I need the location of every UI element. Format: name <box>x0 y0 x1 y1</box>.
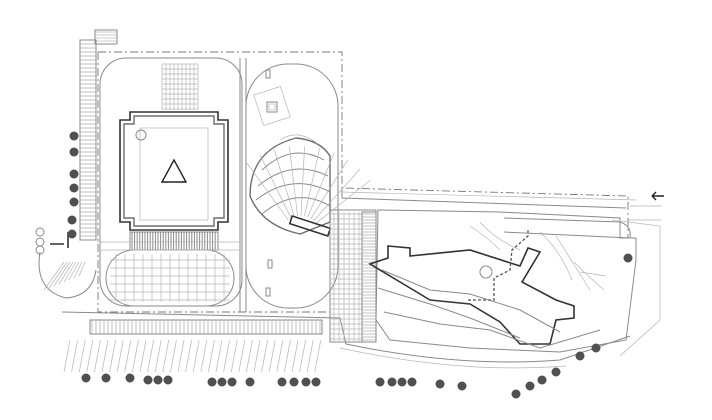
south-oval-garden <box>105 249 235 307</box>
tree-icon <box>277 377 287 387</box>
tree-icon <box>163 375 173 385</box>
tree-icon <box>69 131 79 141</box>
hatch-line <box>78 339 86 373</box>
hatch-line <box>109 339 116 373</box>
hatch-line <box>314 339 322 373</box>
tree-icon <box>397 377 407 387</box>
hatch-line <box>43 261 65 291</box>
hatch-line <box>223 339 230 373</box>
tree-icon <box>69 183 79 193</box>
tree-icon <box>457 381 467 391</box>
hatch-line <box>162 339 170 373</box>
hatch-line <box>208 339 215 373</box>
tree-icon <box>245 377 255 387</box>
west-mini-plaza <box>35 227 97 299</box>
east-entrance-road <box>341 191 664 357</box>
hatch-line <box>58 261 74 285</box>
hatch-line <box>78 261 86 277</box>
hatch-line <box>288 146 298 217</box>
tree-icon <box>591 343 601 353</box>
central-plaza <box>329 209 377 343</box>
hatch-line <box>291 339 299 373</box>
tree-icon <box>301 377 311 387</box>
hatch-line <box>261 339 268 373</box>
middle-capsule <box>245 63 371 309</box>
hatch-line <box>273 149 295 217</box>
hatch-line <box>132 339 139 373</box>
hatch-line <box>310 159 349 220</box>
tree-icon <box>623 253 633 263</box>
west-parking-strip <box>79 29 118 241</box>
hatch-line <box>200 339 208 373</box>
south-parking-row <box>63 319 323 373</box>
hatch-line <box>284 339 291 373</box>
hatch-line <box>73 261 83 279</box>
hatch-line <box>139 339 147 373</box>
east-building <box>368 209 637 353</box>
north-marker-triangle <box>160 158 188 183</box>
hatch-line <box>147 339 154 373</box>
tree-icon <box>435 379 445 389</box>
tree-icon <box>207 377 217 387</box>
tree-group <box>67 131 633 399</box>
hatch-line <box>101 339 109 373</box>
hatch-line <box>53 261 71 287</box>
hatch-line <box>124 339 132 373</box>
tree-icon <box>511 389 521 399</box>
hatch-line <box>170 339 177 373</box>
hatch-line <box>63 261 77 283</box>
tree-icon <box>101 373 111 383</box>
hatch-line <box>63 339 71 373</box>
hatch-line <box>246 163 289 221</box>
main-building <box>99 57 243 307</box>
tree-icon <box>125 373 135 383</box>
hatch-line <box>48 261 68 289</box>
tree-icon <box>375 377 385 387</box>
hatch-line <box>268 339 276 373</box>
hatch-line <box>313 168 361 222</box>
tree-icon <box>67 229 77 239</box>
tree-icon <box>387 377 397 387</box>
hatch-line <box>304 148 321 217</box>
hatch-line <box>300 146 305 217</box>
hatch-line <box>253 339 261 373</box>
hatch-line <box>299 339 306 373</box>
hatch-line <box>94 339 101 373</box>
hatch-line <box>154 339 162 373</box>
hatch-line <box>307 152 335 218</box>
tree-icon <box>153 375 163 385</box>
tree-icon <box>311 377 321 387</box>
entrance-arrow-icon <box>651 191 664 201</box>
tree-icon <box>69 169 79 179</box>
tree-icon <box>575 351 585 361</box>
hatch-line <box>259 155 292 219</box>
tree-icon <box>143 375 153 385</box>
hatch-line <box>86 339 94 373</box>
tree-icon <box>81 373 91 383</box>
tree-icon <box>217 377 227 387</box>
hatch-line <box>177 339 185 373</box>
tree-icon <box>67 215 77 225</box>
hatch-line <box>68 261 80 281</box>
tree-icon <box>407 377 417 387</box>
hatch-line <box>185 339 192 373</box>
hatch-line <box>276 339 284 373</box>
hatch-line <box>230 339 238 373</box>
tree-icon <box>227 377 237 387</box>
hatch-line <box>238 339 246 373</box>
tree-icon <box>525 381 535 391</box>
tree-icon <box>289 377 299 387</box>
hatch-line <box>306 339 314 373</box>
tree-icon <box>69 147 79 157</box>
hatch-line <box>246 339 253 373</box>
hatch-line <box>192 339 200 373</box>
tree-icon <box>551 367 561 377</box>
tree-icon <box>69 197 79 207</box>
hatch-line <box>116 339 124 373</box>
hatch-line <box>215 339 223 373</box>
tree-icon <box>537 375 547 385</box>
hatch-line <box>315 179 371 224</box>
hatch-line <box>71 339 78 373</box>
